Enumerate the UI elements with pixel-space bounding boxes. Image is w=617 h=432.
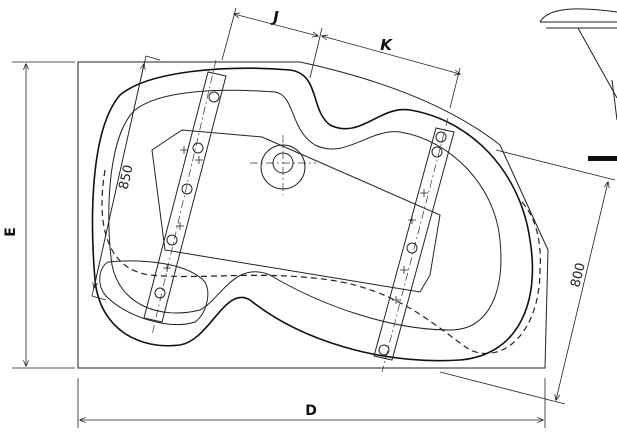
side-view-bar xyxy=(588,156,617,161)
label-d: D xyxy=(305,403,317,419)
label-e: E xyxy=(3,227,19,237)
value-800: 800 xyxy=(568,261,589,289)
basin-outer-contour xyxy=(91,67,534,362)
support-rail-left xyxy=(143,59,227,336)
basin-inner-contour xyxy=(108,89,502,331)
dimension-e xyxy=(12,61,75,369)
label-k: K xyxy=(380,36,393,54)
dimension-j xyxy=(221,7,323,79)
headrest-platform xyxy=(99,260,209,325)
support-rail-right xyxy=(373,117,455,373)
side-view-sketch xyxy=(539,8,617,161)
dimension-800 xyxy=(439,149,616,405)
armrest-panel xyxy=(151,129,441,293)
dimension-d xyxy=(77,378,546,428)
value-850: 850 xyxy=(116,163,136,191)
label-j: J xyxy=(270,8,279,26)
apron-dashed-line xyxy=(101,169,541,355)
dimension-850 xyxy=(91,55,161,301)
dimension-k xyxy=(322,36,460,109)
